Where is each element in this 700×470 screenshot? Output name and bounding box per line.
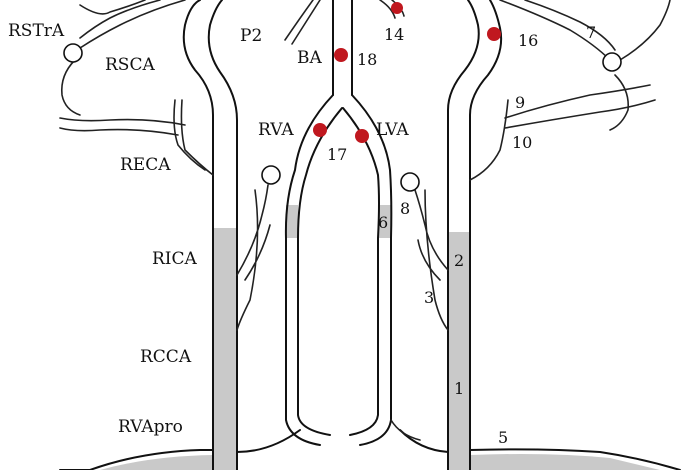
left-subclavian-shaded — [470, 454, 660, 470]
label-p2: P2 — [240, 26, 262, 46]
left-va-shaded — [378, 205, 391, 238]
marker-lva — [355, 129, 369, 143]
label-rvapro: RVApro — [118, 417, 183, 437]
marker-ba — [334, 48, 348, 62]
right-eca-main — [180, 99, 214, 176]
left-side-branch — [414, 189, 449, 331]
label-1: 1 — [454, 379, 464, 398]
label-10: 10 — [512, 133, 532, 152]
label-6: 6 — [378, 213, 388, 232]
right-top-branch — [79, 0, 146, 15]
right-vertebral-inner — [297, 107, 343, 436]
label-9: 9 — [515, 93, 525, 112]
right-vertebral-outer — [284, 94, 334, 446]
right-carotid-outer — [182, 0, 214, 470]
label-14: 14 — [384, 25, 404, 44]
left-eca-main — [469, 99, 509, 181]
label-2: 2 — [454, 251, 464, 270]
label-reca: RECA — [120, 155, 171, 175]
marker-14 — [391, 2, 403, 14]
p2-branch — [284, 0, 321, 45]
left-vertebral-node — [400, 172, 420, 192]
right-vertebral-node — [261, 165, 281, 185]
label-3: 3 — [424, 288, 434, 307]
right-supratrochlear-path — [79, 0, 186, 49]
marker-16 — [487, 27, 501, 41]
label-8: 8 — [400, 199, 410, 218]
right-side-branch — [236, 184, 271, 331]
left-branch-7-node — [602, 52, 622, 72]
left-carotid-inner — [447, 0, 480, 470]
right-subclavian-shaded — [100, 455, 237, 470]
left-carotid-outer — [469, 0, 503, 470]
right-cca-shaded — [213, 228, 237, 470]
label-5: 5 — [498, 428, 508, 447]
label-16: 16 — [518, 31, 538, 50]
left-eca-branch-9 — [504, 84, 656, 129]
right-carotid-inner — [207, 0, 238, 470]
right-eca-lateral — [59, 117, 186, 136]
label-ba: BA — [297, 48, 322, 68]
label-lva: LVA — [376, 120, 409, 140]
label-rva: RVA — [258, 120, 294, 140]
left-cca-shaded — [448, 232, 470, 470]
left-branch-5 — [390, 419, 421, 441]
left-branch-7 — [609, 0, 671, 131]
label-17: 17 — [327, 145, 347, 164]
right-va-shaded — [286, 205, 298, 238]
marker-rva — [313, 123, 327, 137]
right-supratrochlear-node — [63, 43, 83, 63]
left-vertebral-outer — [351, 94, 393, 446]
label-7: 7 — [586, 23, 596, 42]
right-supraorbital-branch — [60, 59, 81, 116]
right-eca-second — [173, 99, 206, 171]
label-rica: RICA — [152, 249, 198, 269]
label-rsca: RSCA — [105, 55, 155, 75]
label-rstra: RSTrA — [8, 21, 65, 41]
label-18: 18 — [357, 50, 377, 69]
label-rcca: RCCA — [140, 347, 192, 367]
left-vertebral-inner — [342, 107, 380, 436]
left-eca-branch-upper — [499, 0, 616, 61]
